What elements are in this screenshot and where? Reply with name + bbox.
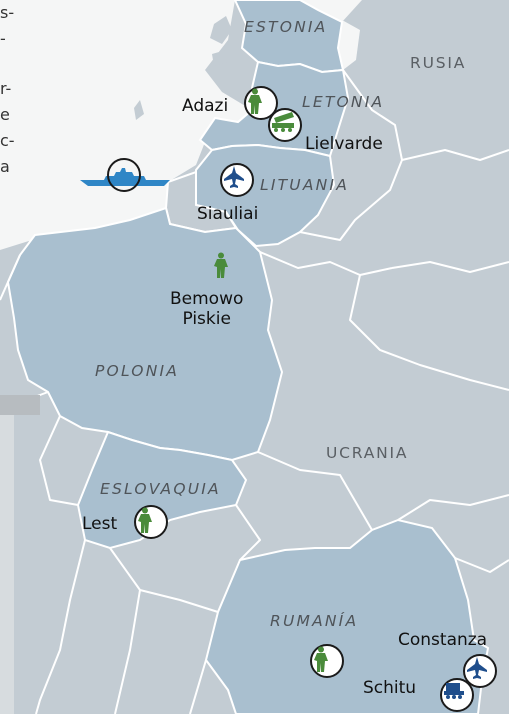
side-text: a xyxy=(0,157,10,176)
troops-marker-lest[interactable] xyxy=(134,505,168,539)
label-rumania: RUMANÍA xyxy=(270,612,359,630)
city-schitu: Schitu xyxy=(363,678,417,698)
soldier-icon xyxy=(138,507,152,533)
city-bemowo-line2: Piskie xyxy=(182,309,231,329)
city-constanza: Constanza xyxy=(398,630,488,650)
left-panel xyxy=(0,405,14,714)
city-bemowo-piskie: Bemowo Piskie xyxy=(170,289,243,329)
city-bemowo-line1: Bemowo xyxy=(170,289,244,309)
gulf-of-finland xyxy=(300,0,362,22)
ship-marker-ring xyxy=(107,158,141,192)
label-lituania: LITUANIA xyxy=(260,176,349,194)
side-text: - xyxy=(0,29,6,48)
troops-marker-romania[interactable] xyxy=(310,644,344,678)
fighter-jet-icon xyxy=(224,166,244,188)
lake xyxy=(338,20,360,70)
island xyxy=(210,16,232,44)
island xyxy=(134,100,144,120)
soldier-shape xyxy=(214,252,228,278)
side-text: c- xyxy=(0,131,15,150)
label-polonia: POLONIA xyxy=(95,362,180,380)
city-siauliai: Siauliai xyxy=(197,204,259,224)
baltic-sea xyxy=(0,0,252,250)
missile-launcher-icon xyxy=(444,683,464,699)
country-poland xyxy=(6,206,284,462)
side-text: r- xyxy=(0,79,12,98)
side-text: e xyxy=(0,105,10,124)
left-panel-edge xyxy=(0,395,40,415)
city-adazi: Adazi xyxy=(182,96,229,116)
country-borders xyxy=(0,69,509,714)
soldier-icon xyxy=(248,88,262,114)
air-defense-marker-schitu[interactable] xyxy=(440,678,474,712)
country-slovakia xyxy=(76,430,248,550)
soldier-icon xyxy=(314,646,328,672)
label-eslovaquia: ESLOVAQUIA xyxy=(100,480,221,498)
label-rusia: RUSIA xyxy=(410,54,467,72)
label-estonia: ESTONIA xyxy=(244,18,328,36)
side-text: s- xyxy=(0,3,15,22)
label-letonia: LETONIA xyxy=(302,93,385,111)
city-lest: Lest xyxy=(82,514,118,534)
city-lielvarde: Lielvarde xyxy=(305,134,383,154)
air-defense-marker-lielvarde[interactable] xyxy=(268,108,302,142)
fighter-jet-icon xyxy=(467,657,487,679)
island xyxy=(212,50,228,66)
label-ucrania: UCRANIA xyxy=(326,444,409,462)
aircraft-marker-siauliai[interactable] xyxy=(220,163,254,197)
country-romania xyxy=(204,518,490,714)
missile-launcher-icon xyxy=(272,112,294,132)
